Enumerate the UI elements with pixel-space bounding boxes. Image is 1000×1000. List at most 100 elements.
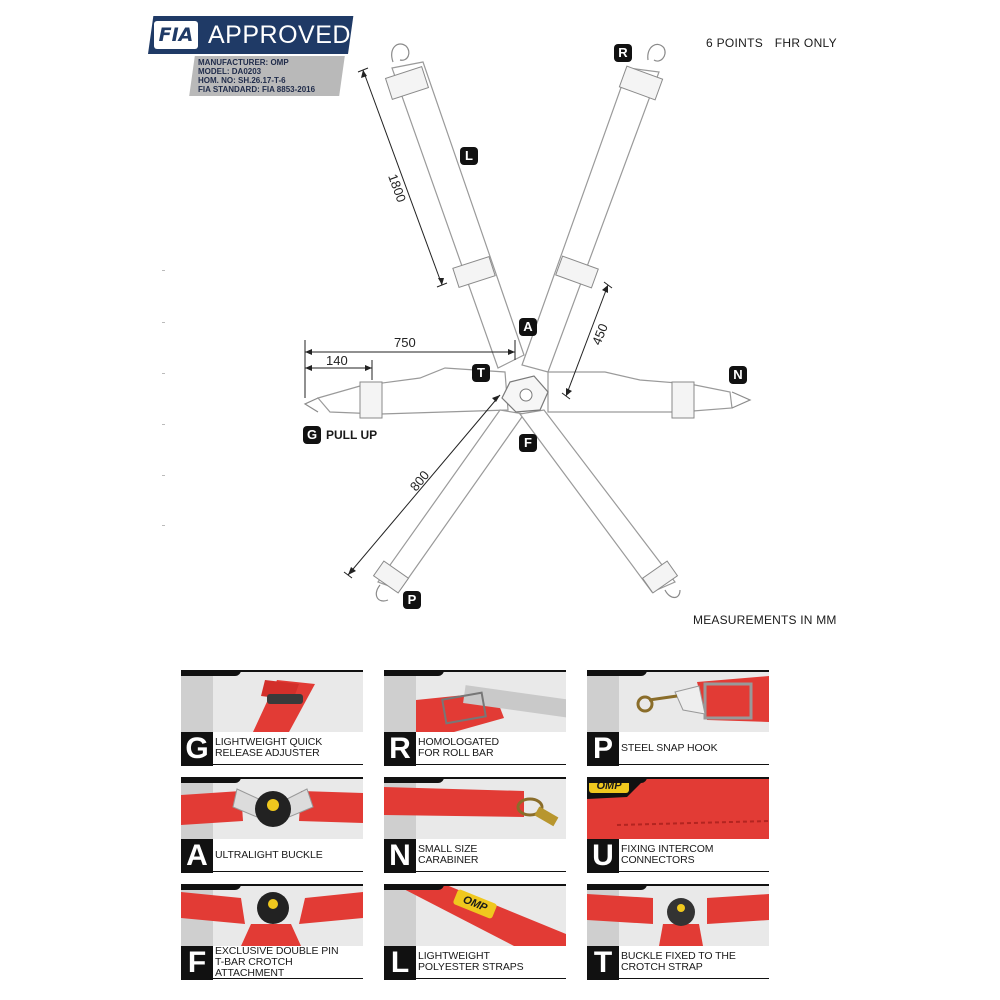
feature-card-g: G LIGHTWEIGHT QUICK RELEASE ADJUSTER [181,670,363,766]
margin-tick [162,373,165,374]
caption-line: BUCKLE FIXED TO THE [621,950,736,962]
marker-f: F [519,434,537,452]
feature-card-f: F EXCLUSIVE DOUBLE PIN T-BAR CROTCH ATTA… [181,884,363,980]
feature-caption: ULTRALIGHT BUCKLE [181,839,363,872]
caption-line: CROTCH STRAP [621,961,703,973]
left-crotch-hook [375,584,389,602]
feature-photo-intercom: OMP [587,777,769,839]
feature-caption: HOMOLOGATED FOR ROLL BAR [384,732,566,765]
dim-line-800 [347,394,501,576]
measurements-note: MEASUREMENTS IN MM [693,613,837,627]
feature-letter: P [587,732,619,766]
dim-750: 750 [394,335,416,350]
caption-line: POLYESTER STRAPS [418,961,524,973]
left-crotch-strap [377,409,526,591]
feature-card-t: T BUCKLE FIXED TO THE CROTCH STRAP [587,884,769,980]
badge-hom-no: HOM. NO: SH.26.17-T-6 [198,76,286,85]
feature-caption: STEEL SNAP HOOK [587,732,769,765]
feature-photo-roll-bar [384,670,566,732]
caption-line: HOMOLOGATED [418,736,499,748]
dim-line-450 [565,284,609,397]
fia-approved-badge: FIA APPROVED MANUFACTURER: OMP MODEL: DA… [148,16,354,98]
caption-line: CONNECTORS [621,854,695,866]
header-note: 6 POINTS FHR ONLY [706,36,845,50]
margin-tick [162,475,165,476]
margin-tick [162,525,165,526]
feature-caption: EXCLUSIVE DOUBLE PIN T-BAR CROTCH ATTACH… [181,944,363,979]
points-label: 6 POINTS [706,36,764,50]
badge-info-lines: MANUFACTURER: OMP MODEL: DA0203 HOM. NO:… [198,58,315,94]
feature-photo-crotch-buckle [587,884,769,946]
caption-line: EXCLUSIVE DOUBLE PIN [215,944,339,957]
marker-p: P [403,591,421,609]
right-crotch-hook [664,589,681,599]
feature-letter: U [587,839,619,873]
feature-card-r: R HOMOLOGATED FOR ROLL BAR [384,670,566,766]
caption-line: ULTRALIGHT BUCKLE [215,848,323,861]
right-lap-adjuster [671,381,695,419]
feature-card-l: OMP L LIGHTWEIGHT POLYESTER STRAPS [384,884,566,980]
caption-line: RELEASE ADJUSTER [215,747,320,759]
left-lap-hook [303,397,319,413]
caption-line: FIXING INTERCOM [621,843,714,855]
dim-line-1800 [362,69,443,286]
fhr-label: FHR ONLY [774,36,837,50]
feature-photo-crotch [181,884,363,946]
caption-line: LIGHTWEIGHT QUICK [215,736,323,748]
marker-n: N [729,366,747,384]
marker-a: A [519,318,537,336]
right-shoulder-hook [647,43,666,62]
feature-card-n: N SMALL SIZE CARABINER [384,777,566,873]
left-lap-adjuster [359,381,383,419]
feature-caption: LIGHTWEIGHT QUICK RELEASE ADJUSTER [181,732,363,765]
caption-line: FOR ROLL BAR [418,747,494,759]
margin-tick [162,322,165,323]
feature-caption: LIGHTWEIGHT POLYESTER STRAPS [384,946,566,979]
right-lap-strap [547,371,733,413]
dim-450: 450 [589,321,611,347]
left-shoulder-pad [384,66,430,100]
badge-model: MODEL: DA0203 [198,67,262,76]
feature-letter: A [181,839,213,873]
caption-line: SMALL SIZE [418,843,478,855]
feature-letter: F [181,946,213,980]
right-shoulder-pad [618,65,664,101]
feature-photo-straps: OMP [384,884,566,946]
left-shoulder-hook [391,43,410,63]
right-crotch-strap [518,409,676,593]
feature-photo-snap-hook [587,670,769,732]
feature-card-p: P STEEL SNAP HOOK [587,670,769,766]
feature-photo-carabiner [384,777,566,839]
right-lap-hook [731,391,752,409]
margin-tick [162,270,165,271]
left-shoulder-adjuster [452,255,496,289]
marker-l: L [460,147,478,165]
caption-line: T-BAR CROTCH ATTACHMENT [215,955,293,979]
dim-140: 140 [326,353,348,368]
right-shoulder-adjuster [555,255,599,289]
feature-card-u: OMP U FIXING INTERCOM CONNECTORS [587,777,769,873]
dim-1800: 1800 [385,172,409,204]
feature-letter: R [384,732,416,766]
left-crotch-pad [372,560,410,594]
feature-caption: SMALL SIZE CARABINER [384,839,566,872]
caption-line: CARABINER [418,854,479,866]
feature-card-a: A ULTRALIGHT BUCKLE [181,777,363,873]
feature-caption: FIXING INTERCOM CONNECTORS [587,839,769,872]
right-crotch-pad [641,560,679,594]
margin-tick [162,424,165,425]
left-shoulder-strap [391,61,525,369]
right-shoulder-strap [521,67,660,373]
central-buckle [501,375,549,413]
feature-letter: N [384,839,416,873]
caption-line: LIGHTWEIGHT [418,950,490,962]
feature-letter: G [181,732,213,766]
pull-up-label: PULL UP [326,428,378,442]
feature-photo-quick-adjuster [181,670,363,732]
badge-approved-text: APPROVED [208,21,351,49]
marker-g: G [303,426,321,444]
feature-photo-buckle [181,777,363,839]
caption-line: STEEL SNAP HOOK [621,741,718,754]
feature-caption: BUCKLE FIXED TO THE CROTCH STRAP [587,946,769,979]
marker-r: R [614,44,632,62]
